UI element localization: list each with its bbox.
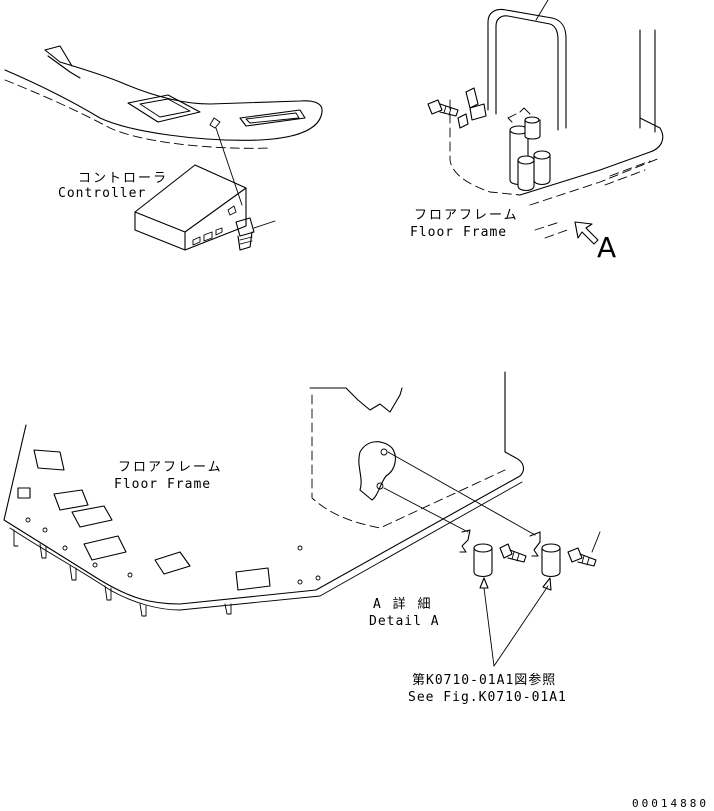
see-figure-label-jp: 第K0710-01A1図参照 xyxy=(412,673,557,688)
detail-a-label-jp: A 詳 細 xyxy=(373,597,433,612)
top-right-view xyxy=(427,0,664,245)
top-left-view xyxy=(4,45,323,251)
floor-frame-bottom-label-en: Floor Frame xyxy=(114,477,212,492)
see-figure-label-en: See Fig.K0710-01A1 xyxy=(408,690,567,705)
controller-label-en: Controller xyxy=(58,186,147,201)
view-letter-a: A xyxy=(597,231,617,264)
floor-frame-top-label-en: Floor Frame xyxy=(410,225,508,240)
drawing-code: 00014880 xyxy=(632,797,709,810)
floor-frame-top-label-jp: フロアフレーム xyxy=(414,208,519,223)
floor-frame-bottom-label-jp: フロアフレーム xyxy=(118,460,223,475)
controller-label-jp: コントローラ xyxy=(78,171,169,186)
bottom-view xyxy=(3,371,601,667)
detail-a-label-en: Detail A xyxy=(369,614,440,629)
